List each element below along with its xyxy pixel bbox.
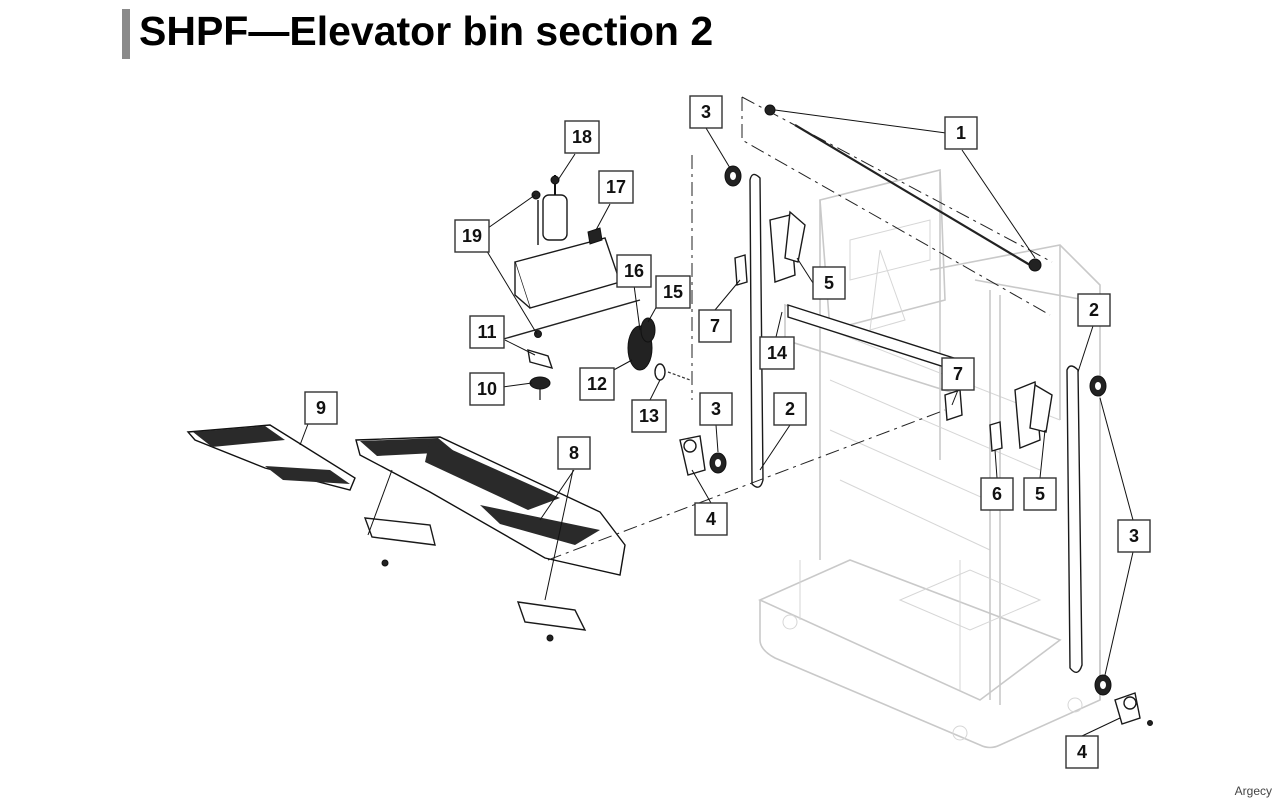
callout-3-right-label: 3 [1129, 526, 1139, 546]
bracket-right [1114, 692, 1153, 726]
callout-1: 1 [944, 116, 978, 150]
callout-16-label: 16 [624, 261, 644, 281]
tray-brackets [363, 517, 587, 642]
page-title: SHPF—Elevator bin section 2 [139, 8, 714, 54]
callout-19: 19 [454, 219, 490, 253]
callout-8-label: 8 [569, 443, 579, 463]
title-accent-bar [122, 9, 130, 59]
cross-bar [787, 304, 961, 373]
callout-10-label: 10 [477, 379, 497, 399]
coupling [529, 376, 551, 400]
callout-6: 6 [980, 477, 1014, 511]
callout-2-upper-right: 2 [1077, 293, 1111, 327]
callout-19-label: 19 [462, 226, 482, 246]
pulley-top-right [1089, 375, 1107, 397]
callout-17-label: 17 [606, 177, 626, 197]
callout-18-label: 18 [572, 127, 592, 147]
callout-15: 15 [655, 275, 691, 309]
gear-small [654, 363, 691, 381]
callout-9: 9 [304, 391, 338, 425]
callout-3-right: 3 [1117, 519, 1151, 553]
callout-3-top-label: 3 [701, 102, 711, 122]
elevator-frame [758, 168, 1101, 749]
bracket-left [679, 435, 706, 476]
output-tray-9 [186, 424, 356, 491]
callout-6-label: 6 [992, 484, 1002, 504]
belt-right [1066, 365, 1083, 673]
carriage-plate-right [944, 380, 1053, 452]
callout-4-center-label: 4 [706, 509, 716, 529]
callout-14-label: 14 [767, 343, 787, 363]
callout-13: 13 [631, 399, 667, 433]
clip [527, 349, 554, 370]
callout-2-center-label: 2 [785, 399, 795, 419]
callout-8: 8 [557, 436, 591, 470]
callout-13-label: 13 [639, 406, 659, 426]
motor [542, 175, 568, 241]
callout-2-center: 2 [773, 392, 807, 426]
callout-4-center: 4 [694, 502, 728, 536]
callout-2-upper-right-label: 2 [1089, 300, 1099, 320]
callout-16: 16 [616, 254, 652, 288]
upper-shaft [741, 96, 1053, 316]
belt-left [749, 173, 764, 488]
pulley-bottom-right [1094, 674, 1112, 696]
callout-12-label: 12 [587, 374, 607, 394]
callout-17: 17 [598, 170, 634, 204]
callout-3-center-label: 3 [711, 399, 721, 419]
callout-5-right: 5 [1023, 477, 1057, 511]
callout-11-label: 11 [477, 322, 496, 342]
callout-11: 11 [469, 315, 505, 349]
carriage-plate-left [734, 210, 806, 286]
callout-7-right-label: 7 [953, 364, 963, 384]
watermark: Argecy [1234, 784, 1272, 798]
pulley-top-left [724, 165, 742, 187]
callout-5-right-label: 5 [1035, 484, 1045, 504]
callout-7-left-label: 7 [710, 316, 720, 336]
callout-18: 18 [564, 120, 600, 154]
callout-1-label: 1 [956, 123, 966, 143]
callout-7-right: 7 [941, 357, 975, 391]
callout-15-label: 15 [663, 282, 683, 302]
callout-4-bottom-right: 4 [1065, 735, 1099, 769]
axis-line-tray [547, 409, 946, 561]
leader-lines [299, 109, 1134, 737]
callout-5-left-label: 5 [824, 273, 834, 293]
callout-3-center: 3 [699, 392, 733, 426]
gear-large [627, 317, 656, 371]
callout-12: 12 [579, 367, 615, 401]
callout-5-left: 5 [812, 266, 846, 300]
drive-bracket [499, 237, 641, 341]
pulley-bottom-left [709, 452, 727, 474]
callout-7-left: 7 [698, 309, 732, 343]
callout-9-label: 9 [316, 398, 326, 418]
callout-4-bottom-right-label: 4 [1077, 742, 1087, 762]
callout-10: 10 [469, 372, 505, 406]
callout-14: 14 [759, 336, 795, 370]
callout-3-top: 3 [689, 95, 723, 129]
